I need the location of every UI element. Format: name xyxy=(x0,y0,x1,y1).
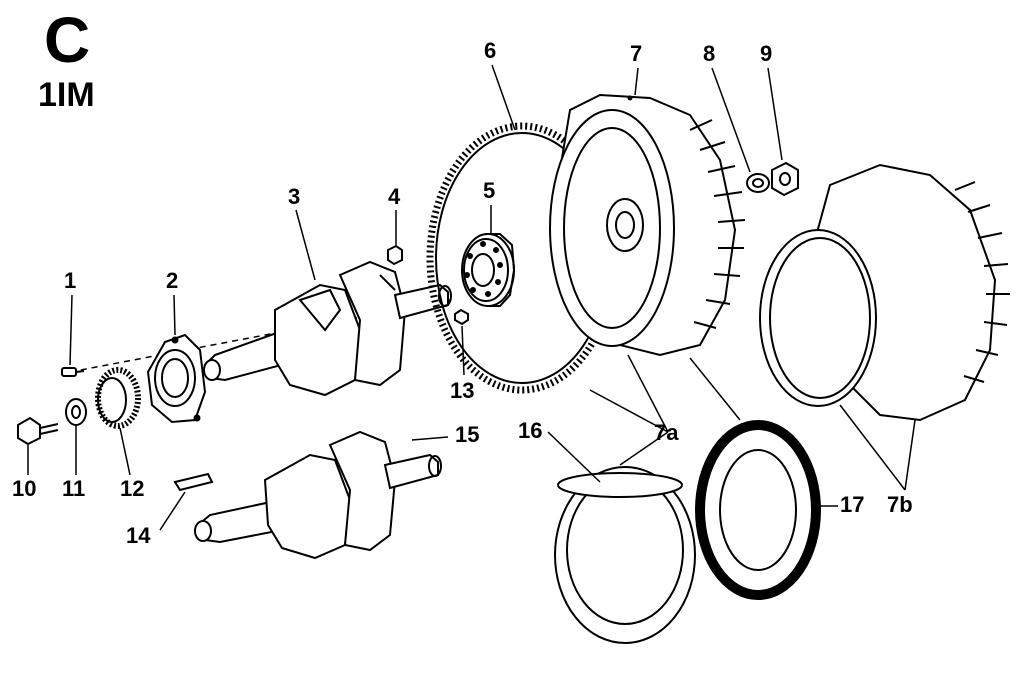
part-key-4 xyxy=(387,244,403,266)
leader-lines xyxy=(27,64,916,531)
part-flange-2 xyxy=(146,333,207,424)
part-gear-12 xyxy=(95,367,141,429)
callout-14: 14 xyxy=(126,523,151,548)
callout-2: 2 xyxy=(166,268,179,293)
part-stator-17 xyxy=(689,357,821,600)
callout-6: 6 xyxy=(484,38,497,63)
callout-7: 7 xyxy=(630,41,643,66)
part-key-13 xyxy=(454,308,469,326)
callout-1: 1 xyxy=(64,268,77,293)
callout-3: 3 xyxy=(288,184,301,209)
model-code: 1IM xyxy=(38,76,95,114)
callout-11: 11 xyxy=(62,476,86,501)
callout-4: 4 xyxy=(388,184,401,209)
part-nut-9 xyxy=(771,161,799,197)
part-crankshaft-15 xyxy=(194,430,442,560)
callout-7b: 7b xyxy=(887,492,913,517)
part-crankshaft-3 xyxy=(203,260,452,397)
part-flywheel-7 xyxy=(549,93,746,357)
callout-5: 5 xyxy=(483,178,496,203)
callout-12: 12 xyxy=(120,476,145,501)
part-washer-11 xyxy=(65,398,87,426)
part-washer-8 xyxy=(746,173,770,193)
part-ring-16 xyxy=(554,466,696,644)
callout-7a: 7a xyxy=(654,420,679,445)
section-letter: C xyxy=(44,4,91,76)
callout-9: 9 xyxy=(760,41,773,66)
part-bearing-5 xyxy=(461,233,516,307)
callout-13: 13 xyxy=(450,378,475,403)
part-flywheel-7b xyxy=(759,163,1010,422)
callout-16: 16 xyxy=(518,418,543,443)
callout-8: 8 xyxy=(703,41,716,66)
part-key-14 xyxy=(173,472,214,492)
part-screw-1 xyxy=(61,367,85,377)
callout-10: 10 xyxy=(12,476,37,501)
part-bolt-10 xyxy=(17,416,59,446)
callout-15: 15 xyxy=(455,422,480,447)
callout-17: 17 xyxy=(840,492,865,517)
